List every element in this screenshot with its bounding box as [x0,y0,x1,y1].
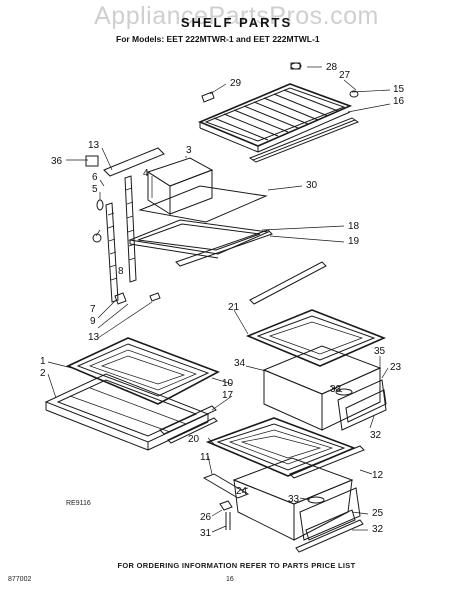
shelf-frame [128,219,270,259]
callout-18: 18 [348,221,360,232]
callout-35: 35 [374,346,386,357]
callout-11: 11 [200,452,211,463]
callout-32a: 32 [370,430,382,441]
roller-26 [219,500,233,511]
callout-23: 23 [390,362,402,373]
crisper-frame-left [44,373,210,451]
small-bin [146,157,214,215]
callout-3: 3 [186,145,192,156]
callout-32b: 32 [372,524,384,535]
bracket-36 [85,155,99,167]
drawing-code: RE9116 [66,500,91,507]
document-number: 877002 [8,576,32,583]
callout-13: 13 [88,332,100,343]
leader-lines [47,66,391,533]
callout-25: 25 [372,508,384,519]
callout-5: 5 [92,184,98,195]
drawer-front-35 [337,379,387,431]
callout-9: 9 [90,316,96,327]
callout-26: 26 [200,512,212,523]
callout-14: 13 [88,140,100,151]
clip-27 [349,90,359,98]
drawer-front-25 [299,487,361,541]
axle-31 [225,512,231,530]
trim-lower [295,519,364,553]
crisper-cover-left [66,337,220,405]
callout-33a: 33 [330,384,342,395]
callout-36: 36 [51,156,63,167]
ladder-rails [105,175,137,303]
callout-8: 8 [118,266,124,277]
callout-33b: 33 [288,494,300,505]
top-cap-rail [103,147,165,177]
trim-12 [289,445,365,479]
callout-30: 30 [306,180,318,191]
callout-28: 28 [326,62,338,73]
clip-28-body [290,62,301,70]
callout-29: 29 [230,78,242,89]
callout-27: 27 [339,70,351,81]
callout-10: 10 [222,378,234,389]
trim-11 [202,473,250,499]
diagram-title: SHELF PARTS [180,15,293,30]
crisper-drawer-right [262,345,382,431]
trim-17 [167,417,218,444]
watermark-text: AppliancePartsPros.com [94,2,379,30]
crisper-cover-right [245,309,387,367]
callout-15: 15 [393,84,405,95]
clip-13 [149,292,161,302]
callout-24: 24 [236,486,248,497]
page-number: 16 [226,576,234,583]
callout-6: 6 [92,172,98,183]
callout-16: 16 [393,96,405,107]
callout-20: 20 [188,434,200,445]
callout-19: 19 [348,236,360,247]
support-6 [92,233,102,243]
model-numbers: For Models: EET 222MTWR-1 and EET 222MTW… [116,34,320,44]
callout-1: 1 [40,356,46,367]
callout-34: 34 [234,358,246,369]
ordering-info: FOR ORDERING INFORMATION REFER TO PARTS … [117,561,356,570]
crisper-cover-lower [205,417,357,477]
callout-7: 7 [90,304,96,315]
callout-4: 4 [143,168,149,179]
trim-strip [249,261,327,305]
shelf-rail-15 [248,117,360,163]
support-5 [96,199,104,211]
part-number-callouts: 28 27 29 15 16 3 13 36 6 4 5 30 18 19 8 … [40,62,405,539]
drawer-handle-32 [345,389,387,423]
callout-21: 21 [228,302,240,313]
wire-shelf [197,83,353,153]
drawer-handle-32b [305,509,356,541]
bracket-29 [201,91,215,103]
callout-12: 12 [372,470,384,481]
callout-2: 2 [40,368,46,379]
trim-10 [159,405,217,435]
callout-31: 31 [200,528,212,539]
glass-shelf-30 [138,185,268,223]
front-trim-19 [175,229,273,267]
clip-9 [114,292,127,305]
callout-17: 17 [222,390,234,401]
